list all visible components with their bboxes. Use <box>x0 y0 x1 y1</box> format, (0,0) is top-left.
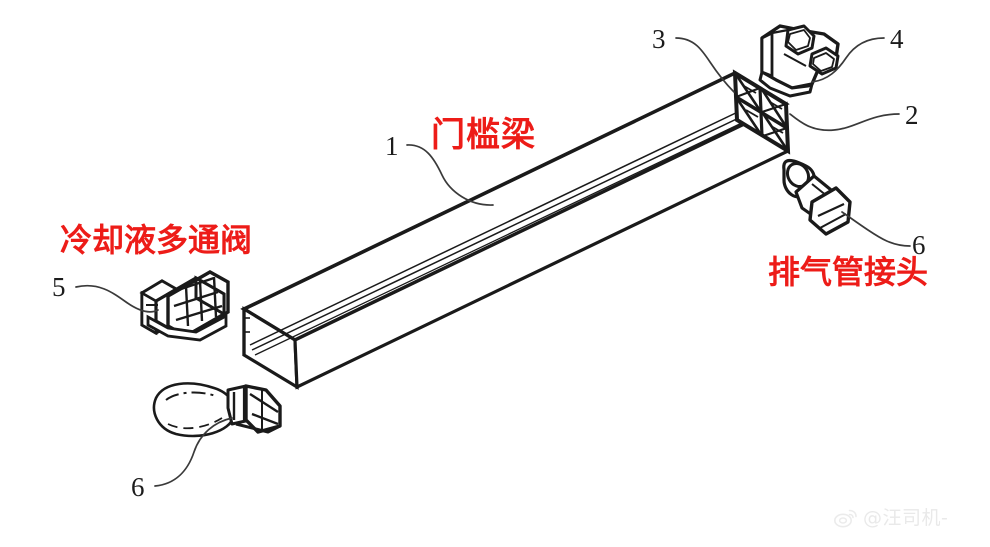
bracket-boss-two-rim <box>812 52 835 72</box>
beam-cell-inner-a <box>743 85 757 94</box>
leader-line-2 <box>789 113 900 132</box>
callout-number-5: 5 <box>52 272 66 302</box>
callout-number-4: 4 <box>890 24 904 54</box>
valve-cell-h3 <box>175 304 223 322</box>
valve-cell-v3 <box>212 276 218 318</box>
beam-end-cell-structure <box>732 69 791 155</box>
exhaust-joint-part-6-right <box>782 158 852 236</box>
callout-number-1: 1 <box>385 131 399 161</box>
callout-number-3: 3 <box>652 24 666 54</box>
callout-number-6-right: 6 <box>912 230 926 260</box>
exhaust-bottom-flare-edge-a <box>249 392 279 414</box>
valve-cell-v2 <box>198 280 204 322</box>
valve-grid-outer <box>166 270 230 338</box>
leader-line-4 <box>811 37 885 83</box>
exhaust-bottom-flare-edge-b <box>251 412 279 426</box>
valve-cell-h1 <box>171 276 215 294</box>
beam-flange-line-b <box>251 114 746 351</box>
leader-line-1 <box>406 144 494 206</box>
beam-cell-inner-b <box>769 101 783 110</box>
valve-cell-v1 <box>184 285 190 327</box>
valve-cell-h2 <box>173 290 219 308</box>
exhaust-bottom-inner-contour <box>165 391 217 401</box>
exhaust-joint-part-6-bottom <box>152 382 282 438</box>
valve-bottom-plate <box>146 313 228 342</box>
watermark: @汪司机- <box>834 508 948 528</box>
beam-flange-line-c <box>254 119 749 356</box>
weibo-eye-icon <box>834 509 857 528</box>
beam-flange-line-a <box>249 109 743 346</box>
exhaust-right-flare-edge-b <box>819 213 847 229</box>
leader-line-5 <box>75 284 159 313</box>
bracket-left-flange <box>760 31 774 78</box>
leader-lines <box>75 37 911 487</box>
exhaust-bottom-bottom-lip <box>235 422 281 434</box>
bracket-base-plate <box>758 70 814 98</box>
callout-number-6-bottom: 6 <box>131 472 145 502</box>
bracket-boss-one-rim <box>787 29 811 51</box>
exhaust-bottom-duct <box>152 382 236 438</box>
bracket-top-edge <box>771 28 789 35</box>
beam-top-face <box>240 70 790 343</box>
callout-number-2: 2 <box>905 100 919 130</box>
beam-cell-web-5 <box>734 96 764 137</box>
beam-cell-web-7 <box>762 126 788 138</box>
beam-cell-inner-c <box>745 109 759 118</box>
exhaust-bottom-inner-contour-b <box>167 417 223 430</box>
beam-cell-web-2 <box>735 86 761 99</box>
beam-bottom-face <box>293 101 790 390</box>
leader-line-3 <box>675 37 735 93</box>
watermark-handle: @汪司机- <box>863 506 949 529</box>
beam-cell-web-4 <box>761 102 787 114</box>
valve-lattice-cells <box>171 276 223 327</box>
annotation-valve-label: 冷却液多通阀 <box>60 221 253 259</box>
annotation-beam-label: 门槛梁 <box>431 115 536 155</box>
coolant-valve-part-5 <box>139 270 230 342</box>
beam-cell-inner-d <box>770 125 784 134</box>
leader-line-6-bottom <box>154 417 233 487</box>
exhaust-right-flare-edge <box>817 203 845 217</box>
leader-line-6-right <box>841 211 911 247</box>
bracket-web-line <box>783 53 807 67</box>
mounting-bracket-part-4 <box>758 24 840 98</box>
annotation-exhaust-label: 排气管接头 <box>768 253 929 291</box>
